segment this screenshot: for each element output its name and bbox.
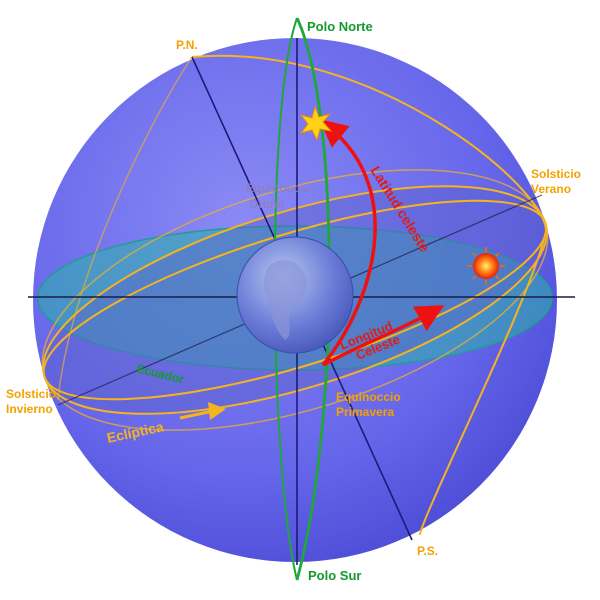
label-autumn-equinox-1: Equinoccio — [246, 181, 311, 195]
ecliptic-meridian — [191, 54, 547, 536]
star-icon — [299, 105, 333, 142]
label-pn: P.N. — [176, 38, 198, 52]
label-autumn-equinox-2: Otoño — [249, 197, 284, 211]
ecliptic-meridian-back — [57, 56, 193, 401]
label-north-pole: Polo Norte — [307, 19, 373, 34]
sun-rays — [467, 247, 505, 285]
label-winter-solstice-1: Solsticio — [6, 387, 56, 401]
label-south-pole: Polo Sur — [308, 568, 361, 583]
longitude-arrow — [322, 305, 445, 367]
earth-continents — [263, 260, 308, 340]
label-spring-equinox-2: Primavera — [336, 405, 394, 419]
label-ps: P.S. — [417, 544, 438, 558]
latitude-arrow — [319, 119, 377, 367]
ecliptic-direction-arrowhead — [208, 402, 226, 420]
label-summer-solstice-1: Solsticio — [531, 167, 581, 181]
sun-icon — [473, 253, 499, 279]
label-winter-solstice-2: Invierno — [6, 402, 53, 416]
label-spring-equinox-1: Equinoccio — [336, 390, 401, 404]
label-summer-solstice-2: Verano — [531, 182, 571, 196]
